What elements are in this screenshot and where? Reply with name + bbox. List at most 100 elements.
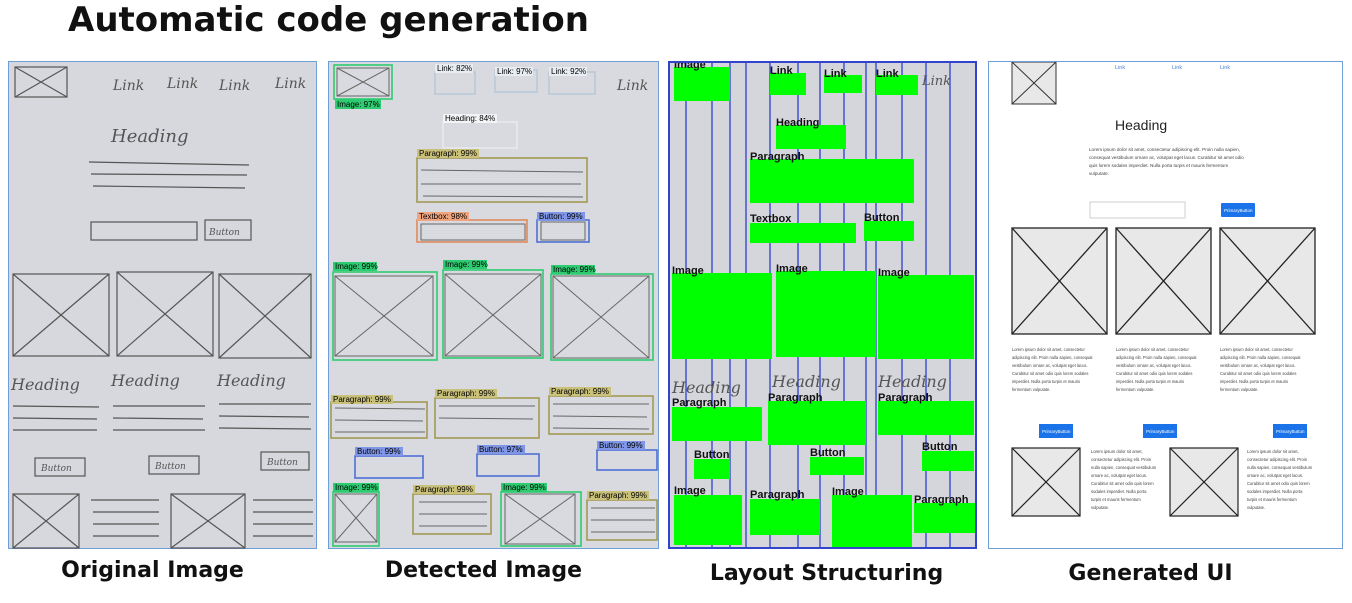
caption-detected-image: Detected Image: [384, 558, 583, 583]
detect-box-paragraph: [416, 157, 588, 203]
layout-structuring-panel: Link Heading Heading Heading: [668, 61, 977, 549]
layout-block-paragraph: [750, 159, 914, 203]
layout-label: Image: [832, 486, 864, 498]
generated-primary-button[interactable]: [1143, 424, 1177, 438]
layout-drawing: Link Heading Heading Heading: [671, 63, 975, 547]
generated-column-line: vestibulum ornare ac, volutpat eget lacu…: [1012, 363, 1088, 368]
sketch-button: Button: [266, 458, 298, 468]
caption-generated-ui: Generated UI: [1068, 561, 1233, 586]
detect-label: Paragraph: 99%: [419, 149, 477, 158]
layout-block-paragraph: [914, 503, 975, 533]
sketch-heading: Heading: [10, 375, 80, 394]
detect-label: Link: 97%: [497, 67, 532, 76]
layout-block-button: [922, 451, 974, 471]
layout-block-image: [832, 495, 912, 547]
detect-box-image: [332, 271, 438, 361]
generated-primary-button[interactable]: [1221, 203, 1255, 217]
generated-button-label: PrimaryButton: [1042, 429, 1071, 434]
generated-bottom-line: Curabitur sit amet odio quis lorem: [1091, 481, 1154, 486]
layout-label: Link: [824, 68, 847, 80]
generated-bottom-line: sodales imperdiet. Nulla porta: [1091, 489, 1147, 494]
generated-column-line: vestibulum ornare ac, volutpat eget lacu…: [1116, 363, 1192, 368]
layout-block-button: [694, 459, 730, 479]
generated-link[interactable]: Link: [1172, 65, 1182, 71]
generated-bottom-line: consectetur adipiscing elit. Proin: [1091, 457, 1152, 462]
generated-heading: Heading: [1115, 117, 1167, 133]
layout-label: Button: [810, 447, 846, 459]
generated-column-line: imperdiet. Nulla porta turpis et mauris: [1220, 379, 1288, 384]
generated-button-label: PrimaryButton: [1224, 208, 1253, 213]
sketch-link: Link: [921, 74, 951, 89]
sketch-button: Button: [208, 228, 240, 238]
generated-link[interactable]: Link: [1115, 65, 1125, 71]
generated-column-line: Curabitur sit amet odio quis lorem sodal…: [1116, 371, 1192, 376]
layout-block-image: [878, 275, 974, 359]
generated-column-line: Lorem ipsum dolor sit amet, consectetur: [1220, 347, 1293, 352]
detect-label: Paragraph: 99%: [589, 491, 647, 500]
detect-label: Image: 99%: [445, 260, 488, 269]
detect-label: Image: 99%: [503, 483, 546, 492]
detect-label: Paragraph: 99%: [437, 389, 495, 398]
detect-label: Paragraph: 99%: [551, 387, 609, 396]
original-image-panel: Link Link Link Link Heading Button Headi…: [8, 61, 317, 549]
generated-primary-button[interactable]: [1039, 424, 1073, 438]
detect-box-button: [476, 453, 540, 477]
layout-label: Paragraph: [750, 489, 805, 501]
layout-block-image: [776, 271, 876, 357]
layout-label: Paragraph: [672, 397, 727, 409]
detect-box-textbox: [416, 219, 528, 243]
generated-paragraph-line: Lorem ipsum dolor sit amet, consectetur …: [1089, 147, 1240, 152]
detect-box-image: [442, 269, 544, 359]
detect-label: Button: 99%: [599, 441, 643, 450]
layout-label: Image: [674, 485, 706, 497]
generated-paragraph-line: consequat vestibulum ornare ac, volutpat…: [1089, 155, 1244, 160]
detect-box-image: [550, 273, 654, 361]
layout-label: Paragraph: [750, 151, 805, 163]
generated-column-line: fermentum vulputate.: [1220, 387, 1258, 392]
generated-bottom-line: turpis et mauris fermentum: [1247, 497, 1297, 502]
sketch-button: Button: [40, 464, 72, 474]
detect-label: Link: 82%: [437, 64, 472, 73]
layout-label: Button: [864, 212, 900, 224]
detect-label: Paragraph: 99%: [415, 485, 473, 494]
generated-column-line: adipiscing elit. Proin nulla sapien, con…: [1116, 355, 1197, 360]
generated-link[interactable]: Link: [1220, 65, 1230, 71]
generated-textbox[interactable]: [1089, 201, 1186, 219]
detect-label: Image: 97%: [337, 100, 380, 109]
caption-original-image: Original Image: [61, 558, 244, 583]
generated-bottom-line: Lorem ipsum dolor sit amet,: [1247, 449, 1299, 454]
figure-title: Automatic code generation: [68, 0, 589, 40]
sketch-heading: Heading: [877, 372, 947, 391]
generated-column-line: fermentum vulputate.: [1012, 387, 1050, 392]
generated-column-line: fermentum vulputate.: [1116, 387, 1154, 392]
layout-label: Image: [672, 265, 704, 277]
detect-box-button: [596, 449, 658, 471]
detect-label: Button: 97%: [479, 445, 523, 454]
generated-column-line: Curabitur sit amet odio quis lorem sodal…: [1012, 371, 1088, 376]
sketch-link: Link: [166, 76, 198, 92]
sketch-link: Link: [274, 76, 306, 92]
layout-label: Heading: [776, 117, 819, 129]
detect-label: Textbox: 98%: [419, 212, 467, 221]
sketch-link: Link: [112, 78, 144, 94]
sketch-heading: Heading: [216, 371, 286, 390]
detect-label: Button: 99%: [539, 212, 583, 221]
layout-block-image: [674, 495, 742, 545]
generated-bottom-line: nulla sapien, consequat vestibulum: [1091, 465, 1157, 470]
generated-bottom-line: turpis et mauris fermentum: [1091, 497, 1141, 502]
generated-primary-button[interactable]: [1273, 424, 1307, 438]
layout-label: Paragraph: [914, 494, 969, 506]
detect-box-heading: [442, 121, 518, 149]
layout-label: Paragraph: [878, 392, 933, 404]
detect-label: Heading: 84%: [445, 114, 495, 123]
layout-label: Image: [674, 63, 706, 71]
layout-block-paragraph: [750, 499, 820, 535]
generated-bottom-line: consectetur adipiscing elit. Proin: [1247, 457, 1308, 462]
sketch-heading: Heading: [110, 126, 188, 147]
generated-column-line: vestibulum ornare ac, volutpat eget lacu…: [1220, 363, 1296, 368]
generated-bottom-line: ornare ac, volutpat eget lacus.: [1247, 473, 1303, 478]
generated-button-label: PrimaryButton: [1276, 429, 1305, 434]
generated-bottom-line: Lorem ipsum dolor sit amet,: [1091, 449, 1143, 454]
detect-label: Paragraph: 99%: [333, 395, 391, 404]
layout-block-link: [876, 75, 918, 95]
